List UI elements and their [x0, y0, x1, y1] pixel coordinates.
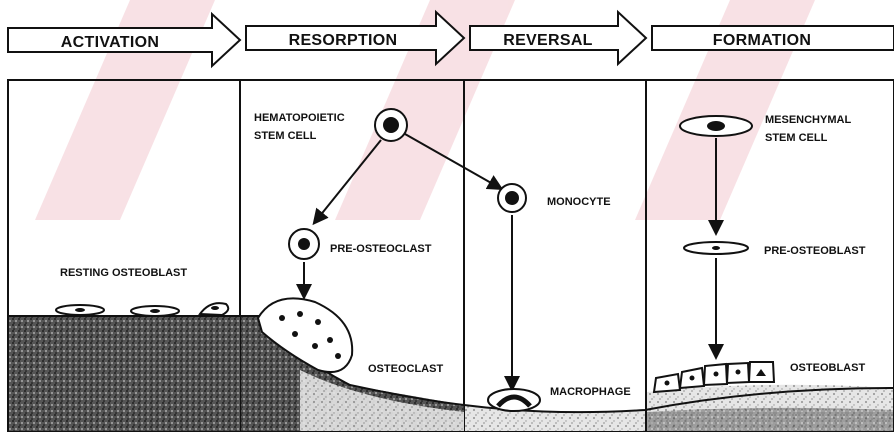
label-macrophage: MACROPHAGE [550, 386, 631, 398]
pre-osteoclast-cell [289, 229, 319, 259]
label-mesenchymal-2: STEM CELL [765, 132, 828, 144]
label-osteoclast: OSTEOCLAST [368, 363, 443, 375]
label-pre-osteoclast: PRE-OSTEOCLAST [330, 243, 432, 255]
resting-osteoblasts [56, 303, 228, 316]
phase-label-resorption: RESORPTION [289, 32, 398, 49]
label-resting-osteoblast: RESTING OSTEOBLAST [60, 267, 187, 279]
label-hematopoietic-2: STEM CELL [254, 130, 317, 142]
phase-label-reversal: REVERSAL [503, 32, 593, 49]
bone-activation [9, 316, 240, 431]
phase-label-activation: ACTIVATION [61, 34, 159, 51]
label-mesenchymal-1: MESENCHYMAL [765, 114, 851, 126]
label-osteoblast: OSTEOBLAST [790, 362, 865, 374]
monocyte-cell [498, 184, 526, 212]
macrophage-cell [488, 389, 540, 411]
bone-reversal [465, 406, 645, 431]
pre-osteoblast-cell [684, 242, 748, 254]
phase-label-formation: FORMATION [713, 32, 811, 49]
label-pre-osteoblast: PRE-OSTEOBLAST [764, 245, 866, 257]
phase-arrow-formation: FORMATION [652, 26, 894, 50]
label-monocyte: MONOCYTE [547, 196, 611, 208]
mesenchymal-stem-cell [680, 116, 752, 136]
label-hematopoietic-1: HEMATOPOIETIC [254, 112, 345, 124]
hematopoietic-stem-cell [375, 109, 407, 141]
